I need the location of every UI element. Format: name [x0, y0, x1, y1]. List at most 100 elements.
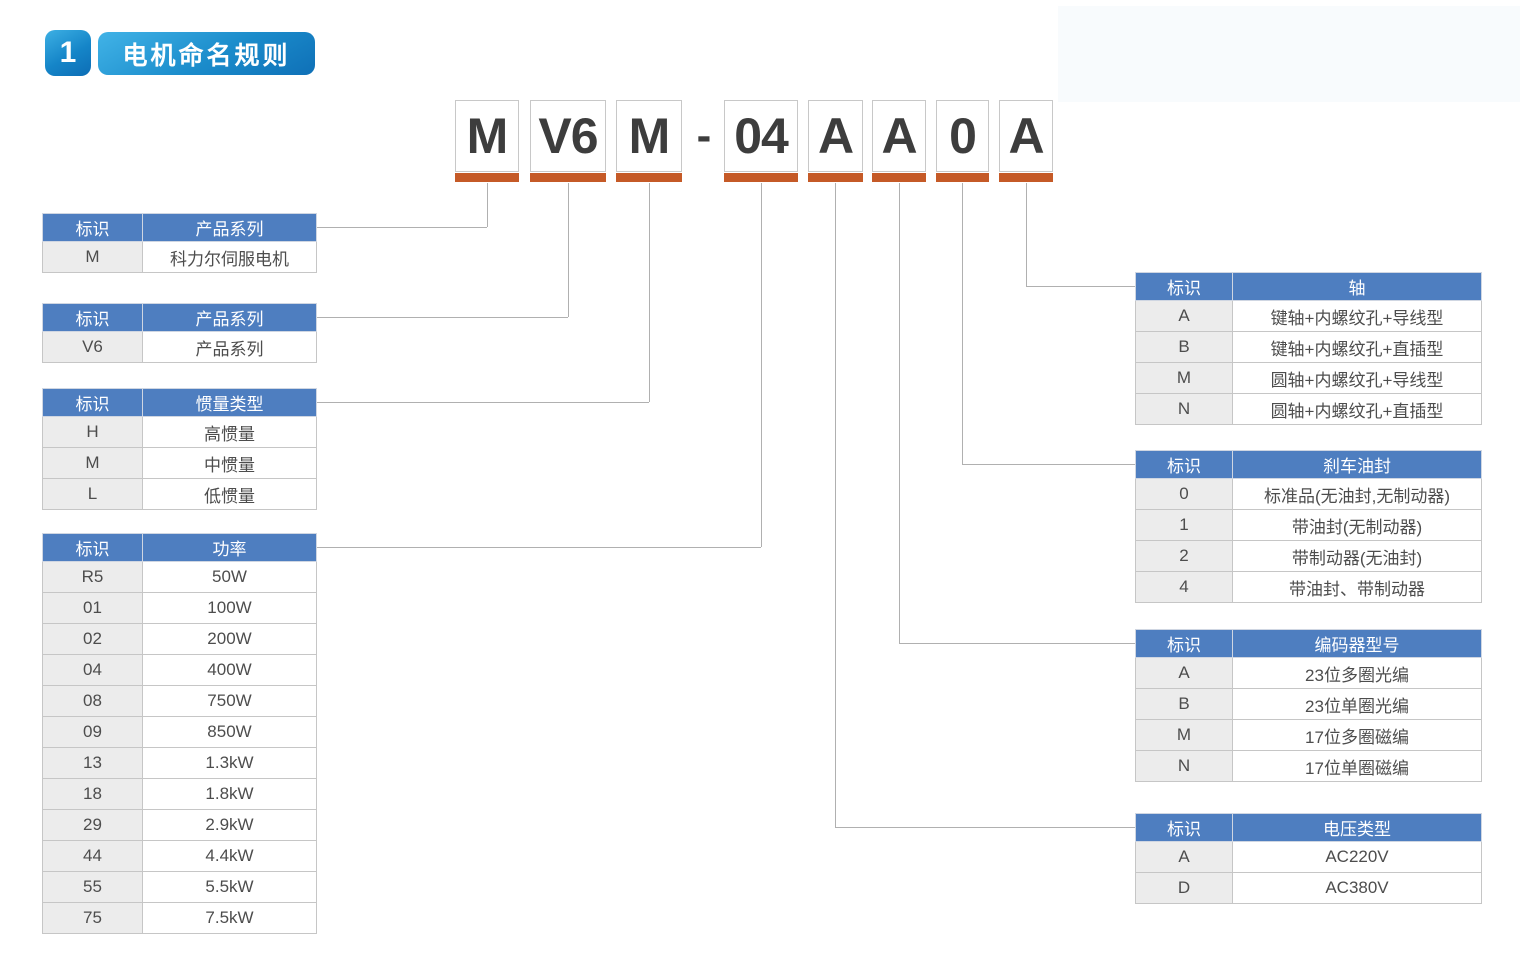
code-underline — [999, 173, 1053, 182]
cell-code: A — [1135, 841, 1233, 873]
column-header-desc: 编码器型号 — [1232, 629, 1482, 658]
model-code-box-8: A — [999, 100, 1053, 182]
connector-line — [835, 183, 836, 827]
cell-description: AC380V — [1232, 872, 1482, 904]
connector-line — [568, 183, 569, 317]
cell-description: 50W — [142, 561, 317, 593]
background-tint — [1058, 6, 1520, 102]
cell-description: 17位单圈磁编 — [1232, 750, 1482, 782]
connector-line — [487, 183, 488, 227]
cell-description: 400W — [142, 654, 317, 686]
model-code-char: A — [808, 100, 863, 172]
column-header-code: 标识 — [1135, 450, 1233, 479]
section-number: 1 — [59, 36, 77, 69]
cell-code: M — [1135, 362, 1233, 394]
cell-description: AC220V — [1232, 841, 1482, 873]
model-code-char: A — [999, 100, 1053, 172]
table-header-row: 标识 惯量类型 — [42, 388, 317, 417]
connector-line — [649, 183, 650, 402]
cell-code: B — [1135, 688, 1233, 720]
cell-description: 带油封(无制动器) — [1232, 509, 1482, 541]
connector-line — [962, 464, 1135, 465]
cell-code: A — [1135, 300, 1233, 332]
connector-line — [317, 317, 568, 318]
cell-code: 4 — [1135, 571, 1233, 603]
table-header-row: 标识 产品系列 — [42, 303, 317, 332]
model-code-char: M — [616, 100, 682, 172]
cell-description: 200W — [142, 623, 317, 655]
cell-description: 23位多圈光编 — [1232, 657, 1482, 689]
cell-description: 23位单圈光编 — [1232, 688, 1482, 720]
table-header-row: 标识 电压类型 — [1135, 813, 1482, 842]
cell-description: 标准品(无油封,无制动器) — [1232, 478, 1482, 510]
model-code-char: M — [455, 100, 519, 172]
cell-code: 1 — [1135, 509, 1233, 541]
connector-line — [835, 827, 1135, 828]
connector-line — [1026, 183, 1027, 286]
table-header-row: 标识 刹车油封 — [1135, 450, 1482, 479]
cell-code: 13 — [42, 747, 143, 779]
column-header-desc: 惯量类型 — [142, 388, 317, 417]
code-underline — [872, 173, 926, 182]
connector-line — [317, 402, 649, 403]
code-underline — [616, 173, 682, 182]
cell-code: B — [1135, 331, 1233, 363]
cell-code: 55 — [42, 871, 143, 903]
model-code-box-1: M — [455, 100, 519, 182]
cell-description: 750W — [142, 685, 317, 717]
code-underline — [936, 173, 989, 182]
cell-description: 圆轴+内螺纹孔+导线型 — [1232, 362, 1482, 394]
cell-code: 09 — [42, 716, 143, 748]
connector-line — [761, 183, 762, 547]
model-code-separator: - — [696, 111, 712, 160]
table-header-row: 标识 功率 — [42, 533, 317, 562]
page-title-text: 电机命名规则 — [122, 41, 291, 70]
column-header-code: 标识 — [42, 533, 143, 562]
cell-description: 4.4kW — [142, 840, 317, 872]
cell-description: 1.3kW — [142, 747, 317, 779]
cell-code: A — [1135, 657, 1233, 689]
cell-code: M — [1135, 719, 1233, 751]
cell-code: N — [1135, 393, 1233, 425]
table-header-row: 标识 编码器型号 — [1135, 629, 1482, 658]
column-header-code: 标识 — [42, 303, 143, 332]
cell-description: 100W — [142, 592, 317, 624]
cell-description: 带制动器(无油封) — [1232, 540, 1482, 572]
model-code-char: V6 — [530, 100, 606, 172]
code-underline — [455, 173, 519, 182]
cell-description: 圆轴+内螺纹孔+直插型 — [1232, 393, 1482, 425]
cell-code: 01 — [42, 592, 143, 624]
cell-description: 1.8kW — [142, 778, 317, 810]
cell-code: 04 — [42, 654, 143, 686]
cell-code: 18 — [42, 778, 143, 810]
column-header-desc: 轴 — [1232, 272, 1482, 301]
model-code-box-3: M — [616, 100, 682, 182]
cell-code: 2 — [1135, 540, 1233, 572]
cell-code: 0 — [1135, 478, 1233, 510]
column-header-desc: 刹车油封 — [1232, 450, 1482, 479]
cell-code: 29 — [42, 809, 143, 841]
cell-code: 02 — [42, 623, 143, 655]
connector-line — [317, 547, 761, 548]
